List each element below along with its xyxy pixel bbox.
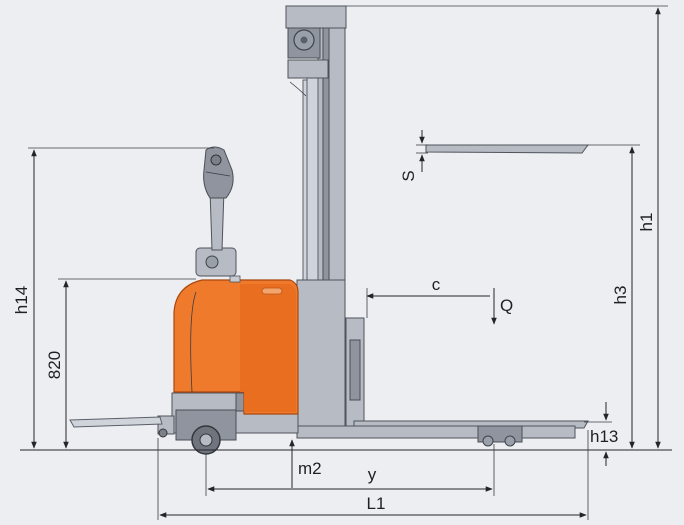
cover-handle (261, 287, 283, 295)
label-c: c (432, 275, 441, 294)
label-h14: h14 (12, 286, 31, 314)
mast-base-block (296, 279, 346, 427)
pulley-hub (300, 36, 308, 44)
stacker-illustration (69, 5, 589, 455)
label-y: y (368, 465, 377, 484)
load-wheel-left (482, 435, 494, 447)
tiller-button (210, 154, 222, 166)
drive-wheel-hub (199, 433, 213, 447)
label-l1: L1 (367, 494, 386, 513)
label-h13: h13 (590, 427, 618, 446)
label-h1: h1 (637, 213, 656, 232)
carriage-plate (349, 339, 361, 401)
tiller-grip-line (205, 171, 231, 177)
label-s: S (399, 170, 418, 181)
dimension-lines (20, 5, 672, 520)
tiller (195, 146, 237, 277)
lifted-fork (425, 144, 589, 154)
hose (289, 81, 307, 97)
label-h3: h3 (611, 286, 630, 305)
cover-shade (240, 284, 296, 412)
dimension-labels: h14 820 h1 h3 S c Q h13 m2 y L1 (12, 170, 656, 513)
mast-crossbar (287, 59, 329, 79)
label-q: Q (500, 296, 513, 315)
mast-inner (306, 59, 319, 281)
caster-wheel (158, 428, 168, 438)
tiller-pivot (205, 255, 219, 269)
label-820: 820 (45, 351, 64, 379)
key-switch (229, 275, 241, 283)
cover-contour (190, 291, 197, 393)
operator-platform (69, 416, 163, 428)
mast-top-block (285, 5, 347, 29)
tiller-arm (209, 189, 225, 251)
support-leg (296, 425, 576, 439)
battery-bracket (235, 392, 245, 412)
label-m2: m2 (298, 459, 322, 478)
load-wheel-right (504, 435, 516, 447)
